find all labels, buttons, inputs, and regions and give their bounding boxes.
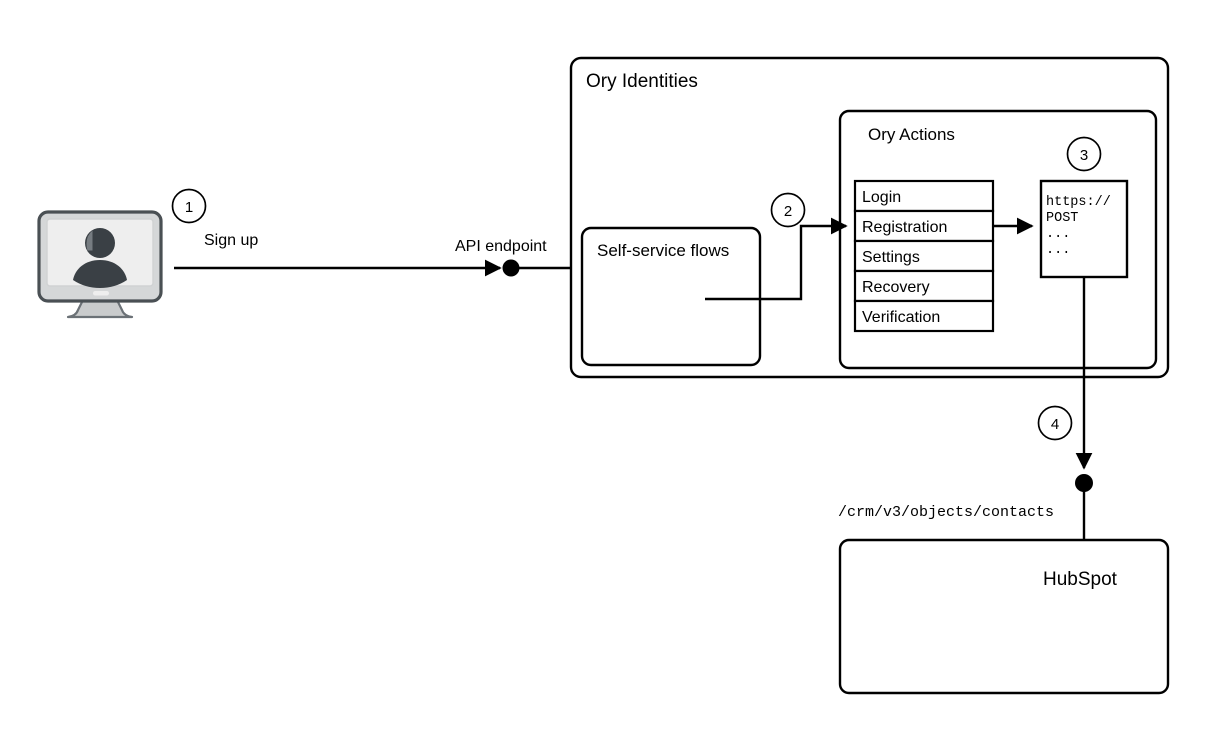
flow-item-login-label: Login: [862, 189, 901, 206]
user-avatar-icon: [73, 228, 127, 288]
hubspot-endpoint-path: /crm/v3/objects/contacts: [838, 504, 1054, 521]
edge-signup-label: Sign up: [204, 232, 258, 249]
flow-item-recovery-cell[interactable]: [853, 269, 995, 303]
monitor-user-icon-svg: [37, 210, 163, 319]
flow-item-settings-label: Settings: [862, 249, 920, 266]
step-marker-1: 1: [171, 188, 207, 224]
step-marker-4-circle: [1037, 405, 1073, 441]
edge-selfservice-to-registration: [705, 217, 848, 301]
step-marker-1-circle: [171, 188, 207, 224]
flow-list: Login Registration Settings Recovery Ver…: [853, 179, 995, 333]
step-marker-1-label: 1: [185, 199, 193, 216]
step-marker-4-label: 4: [1051, 416, 1059, 433]
step-marker-3-circle: [1066, 136, 1102, 172]
step-marker-2: 2: [770, 192, 806, 228]
webhook-line-3: ...: [1046, 227, 1070, 242]
flow-item-verification-cell[interactable]: [853, 299, 995, 333]
monitor-stand: [66, 296, 134, 319]
ory-identities-title: Ory Identities: [586, 71, 698, 92]
api-endpoint-label: API endpoint: [455, 238, 547, 255]
step-marker-2-circle: [770, 192, 806, 228]
hubspot-title: HubSpot: [1043, 569, 1118, 590]
webhook-post-box: [1039, 179, 1129, 279]
step-marker-3-label: 3: [1080, 147, 1088, 164]
step-marker-4: 4: [1037, 405, 1073, 441]
webhook-line-4: ...: [1046, 243, 1070, 258]
flow-item-settings-cell[interactable]: [853, 239, 995, 273]
monitor-user-icon: [36, 210, 164, 322]
flow-item-recovery-label: Recovery: [862, 279, 930, 296]
webhook-line-2: POST: [1046, 211, 1078, 226]
webhook-line-1: https://: [1046, 195, 1111, 210]
flow-item-registration-label: Registration: [862, 219, 947, 236]
self-service-flows-title: Self-service flows: [597, 241, 729, 260]
self-service-flows-box: [580, 226, 762, 367]
hubspot-container: [838, 538, 1170, 695]
ory-actions-title: Ory Actions: [868, 125, 955, 144]
flow-item-verification-label: Verification: [862, 309, 940, 326]
step-marker-3: 3: [1066, 136, 1102, 172]
step-marker-2-label: 2: [784, 203, 792, 220]
